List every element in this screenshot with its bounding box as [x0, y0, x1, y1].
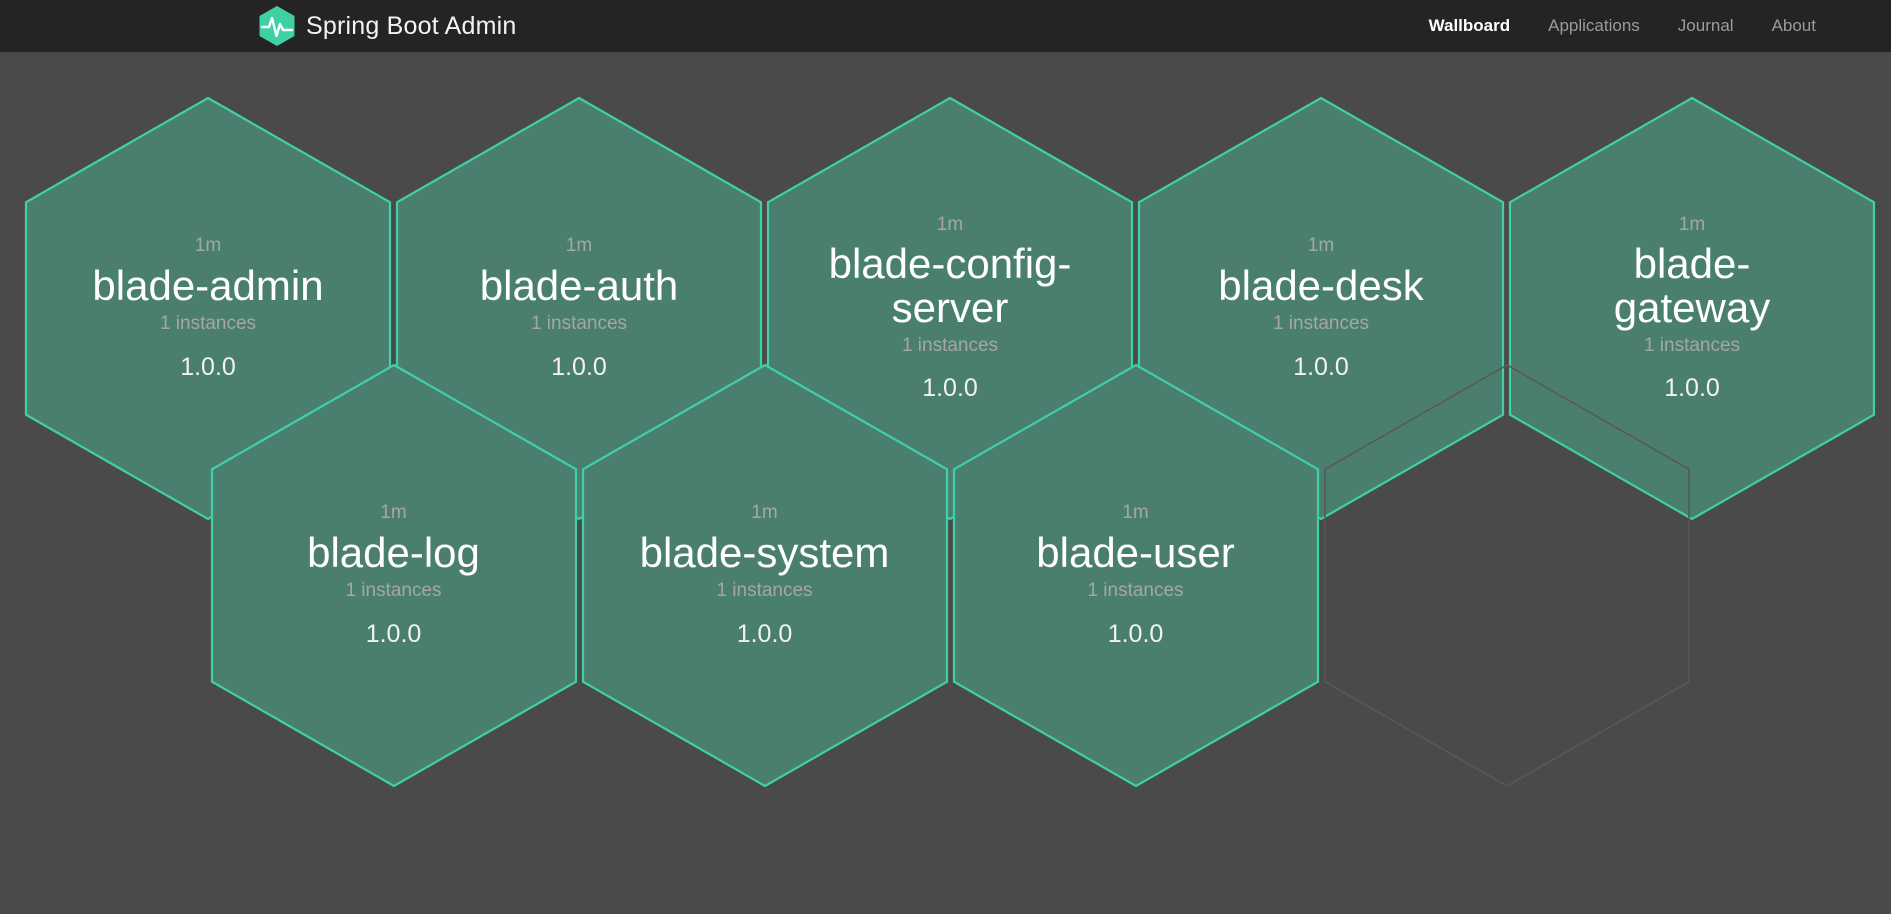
brand-link[interactable]: Spring Boot Admin — [258, 5, 516, 47]
hexagon-shape — [210, 363, 577, 788]
hexagon-shape — [1508, 96, 1876, 521]
hexagon-shape — [24, 96, 392, 521]
hexagon-shape — [581, 363, 948, 788]
hexagon-outline-shape — [1323, 364, 1690, 787]
brand-title: Spring Boot Admin — [306, 11, 517, 40]
nav-item-applications[interactable]: Applications — [1548, 16, 1640, 35]
top-navbar: Spring Boot Admin Wallboard Applications… — [0, 0, 1891, 52]
nav-item-about[interactable]: About — [1771, 16, 1816, 35]
hexagon-shape — [766, 96, 1134, 521]
hexagon-shape — [1137, 96, 1505, 521]
heartbeat-hexagon-icon — [259, 6, 295, 46]
nav-item-journal[interactable]: Journal — [1677, 16, 1734, 35]
nav-links: Wallboard Applications Journal About — [1429, 16, 1816, 36]
hexagon-shape — [395, 96, 763, 521]
nav-item-wallboard[interactable]: Wallboard — [1428, 16, 1511, 35]
empty-hexagon-placeholder — [1323, 363, 1691, 788]
hexagon-shape — [952, 363, 1319, 788]
